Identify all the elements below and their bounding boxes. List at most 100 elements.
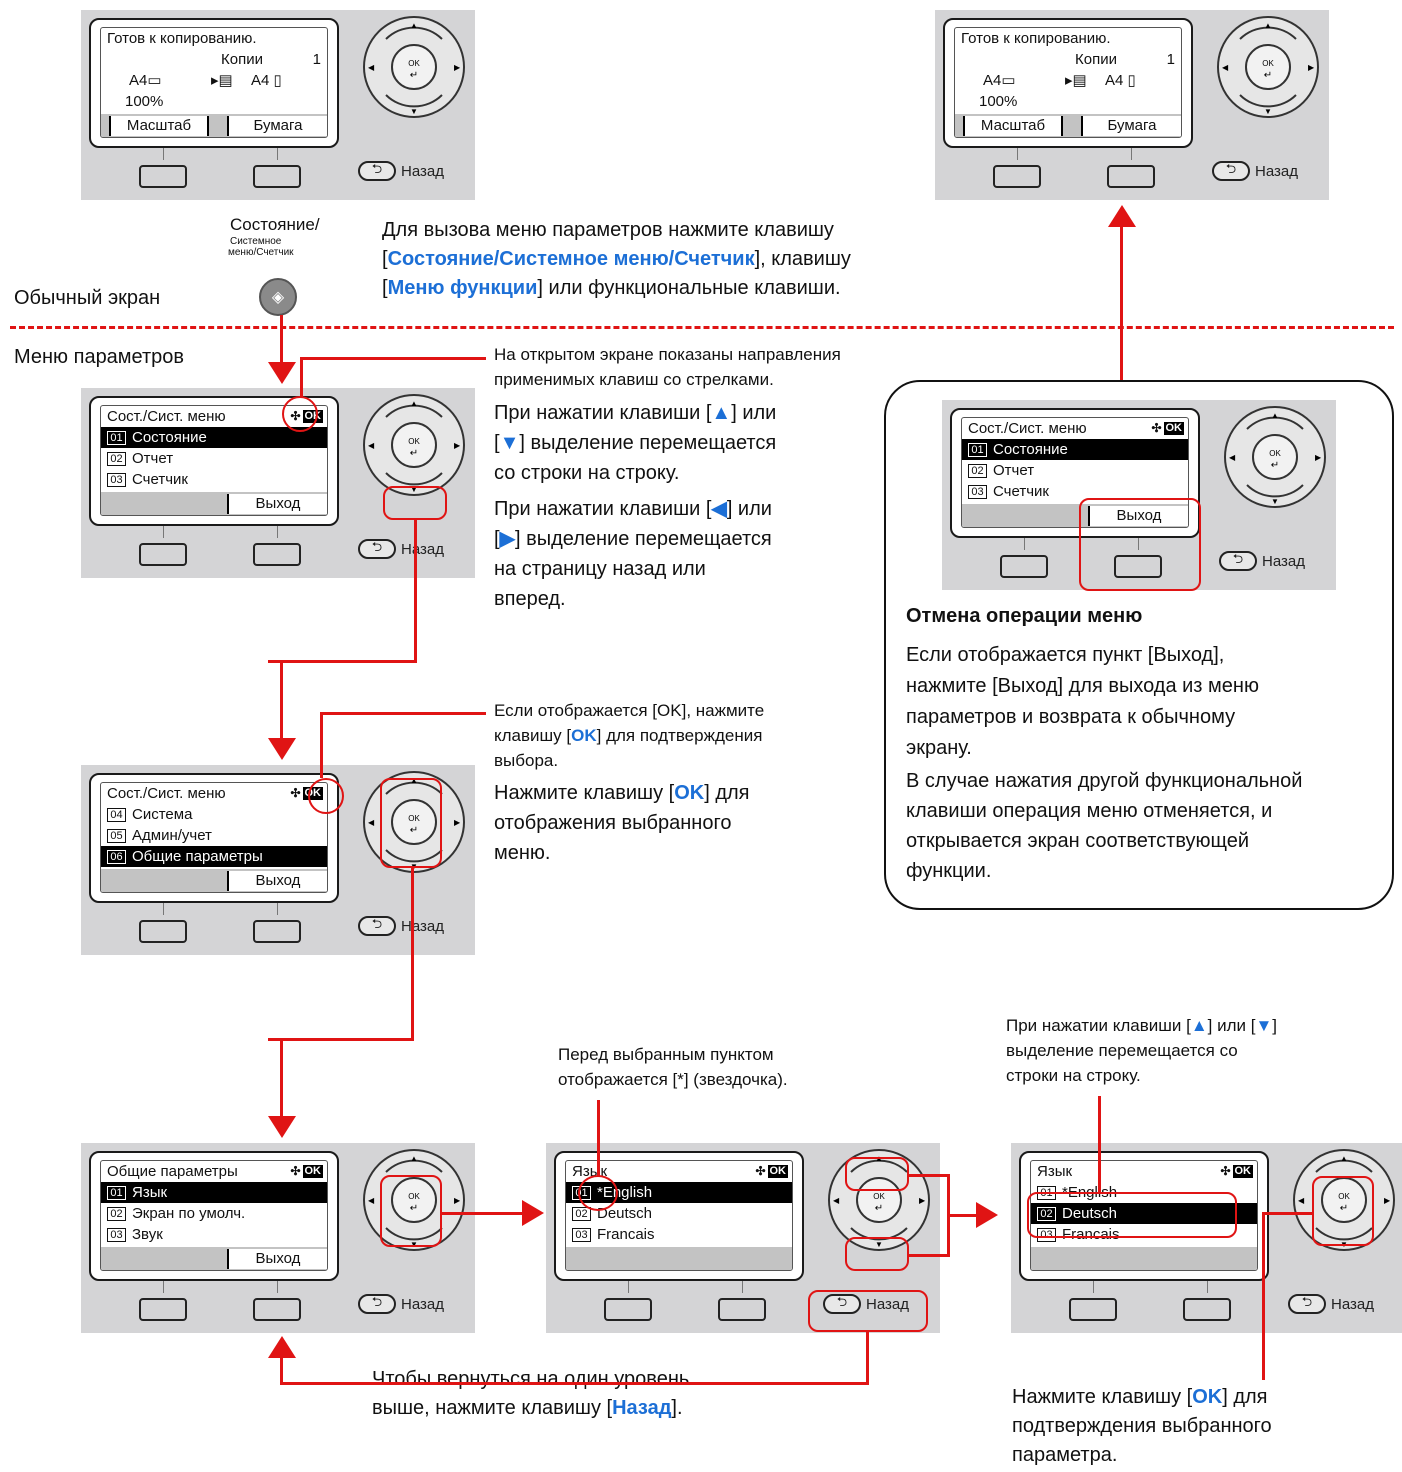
softkey-right[interactable] [1114, 555, 1162, 578]
softkey-right[interactable] [1107, 165, 1155, 188]
softkey-left[interactable] [139, 543, 187, 566]
lcd-screen: Готов к копированию. Копии 1 A4▭ ▸▤ A4 ▯… [954, 27, 1182, 138]
highlight-circle [308, 778, 344, 814]
soft-zoom[interactable]: Масштаб [963, 116, 1063, 136]
copy-panel-initial: Готов к копированию. Копии 1 A4▭ ▸▤ A4 ▯… [81, 10, 475, 200]
soft-exit[interactable]: Выход [1088, 506, 1188, 526]
soft-zoom[interactable]: Масштаб [109, 116, 209, 136]
highlight-box [845, 1157, 909, 1191]
back-icon: ⮌ [358, 916, 396, 936]
paper-source-icon: ▸▤ [1065, 72, 1087, 89]
back-icon: ⮌ [358, 539, 396, 559]
arrows-ok-icon: ✣OK [755, 1164, 788, 1178]
softkey-left[interactable] [139, 1298, 187, 1321]
svg-text:OK: OK [408, 814, 420, 823]
svg-text:OK: OK [408, 59, 420, 68]
soft-bar: Масштаб Бумага [101, 114, 327, 137]
menu-title: Сост./Сист. меню [107, 785, 226, 802]
soft-paper[interactable]: Бумага [227, 116, 327, 136]
svg-text:▶: ▶ [454, 63, 461, 72]
softkey-left[interactable] [604, 1298, 652, 1321]
arrow-up-icon [268, 1336, 296, 1358]
softkey-left[interactable] [1000, 555, 1048, 578]
note-arrows-updown: При нажатии клавиши [▲] или [▼] выделени… [494, 402, 777, 484]
nav-pad[interactable]: ▲▼◀▶OK↵ [361, 769, 467, 875]
svg-text:◀: ◀ [368, 1196, 375, 1205]
soft-exit[interactable]: Выход [227, 1249, 327, 1269]
softkey-left[interactable] [1069, 1298, 1117, 1321]
soft-exit[interactable]: Выход [227, 871, 327, 891]
nav-pad[interactable]: ▲▼◀▶OK↵ [1215, 14, 1321, 120]
svg-text:▼: ▼ [875, 1240, 883, 1249]
back-key[interactable]: ⮌Назад [1219, 551, 1305, 571]
softkey-right[interactable] [253, 165, 301, 188]
status-menu-counter-button[interactable]: ◈ [259, 278, 297, 316]
connector [414, 520, 417, 663]
menu-title: Сост./Сист. меню [968, 420, 1087, 437]
back-key[interactable]: ⮌Назад [823, 1294, 909, 1314]
lcd-screen: Готов к копированию. Копии 1 A4▭ ▸▤ A4 ▯… [100, 27, 328, 138]
back-key[interactable]: ⮌Назад [358, 161, 444, 181]
svg-text:▼: ▼ [1271, 497, 1279, 506]
nav-pad[interactable]: ▲▼◀▶OK↵ [1222, 404, 1328, 510]
back-key[interactable]: ⮌Назад [1288, 1294, 1374, 1314]
back-key[interactable]: ⮌Назад [358, 916, 444, 936]
arrow-down-icon [268, 738, 296, 760]
highlight-circle [578, 1175, 618, 1211]
softkey-right[interactable] [253, 1298, 301, 1321]
status-key-label: Состояние/ [230, 215, 320, 234]
connector [280, 660, 283, 740]
softkey-right[interactable] [253, 543, 301, 566]
connector [280, 1355, 283, 1385]
arrow-right-icon [976, 1202, 998, 1228]
lcd-frame: Готов к копированию. Копии 1 A4▭ ▸▤ A4 ▯… [943, 18, 1193, 148]
paper-size: A4 ▯ [1105, 72, 1136, 89]
connector [280, 1038, 283, 1118]
connector [411, 868, 414, 1040]
nav-pad[interactable]: ▲▼◀▶OK↵ [361, 14, 467, 120]
cancel-heading: Отмена операции меню [906, 605, 1143, 627]
orig-size: A4▭ [129, 72, 162, 89]
back-key[interactable]: ⮌Назад [358, 1294, 444, 1314]
connector [1262, 1212, 1312, 1215]
svg-text:▶: ▶ [1308, 63, 1315, 72]
back-key[interactable]: ⮌Назад [1212, 161, 1298, 181]
copy-panel-return: Готов к копированию. Копии 1 A4▭ ▸▤ A4 ▯… [935, 10, 1329, 200]
softkey-left[interactable] [139, 165, 187, 188]
softkey-right[interactable] [253, 920, 301, 943]
svg-text:▼: ▼ [1264, 107, 1272, 116]
softkey-left[interactable] [993, 165, 1041, 188]
lcd-frame: Готов к копированию. Копии 1 A4▭ ▸▤ A4 ▯… [89, 18, 339, 148]
diamond-icon: ◈ [271, 289, 285, 306]
soft-paper[interactable]: Бумага [1081, 116, 1181, 136]
back-icon: ⮌ [823, 1294, 861, 1314]
svg-text:OK: OK [873, 1192, 885, 1201]
connector [280, 1382, 869, 1385]
softkey-left[interactable] [139, 920, 187, 943]
soft-exit[interactable]: Выход [227, 494, 327, 514]
softkey-right[interactable] [718, 1298, 766, 1321]
nav-pad[interactable]: ▲▼◀▶OK↵ [361, 392, 467, 498]
softkey-right[interactable] [1183, 1298, 1231, 1321]
back-key[interactable]: ⮌Назад [358, 539, 444, 559]
highlight-box [383, 486, 447, 520]
